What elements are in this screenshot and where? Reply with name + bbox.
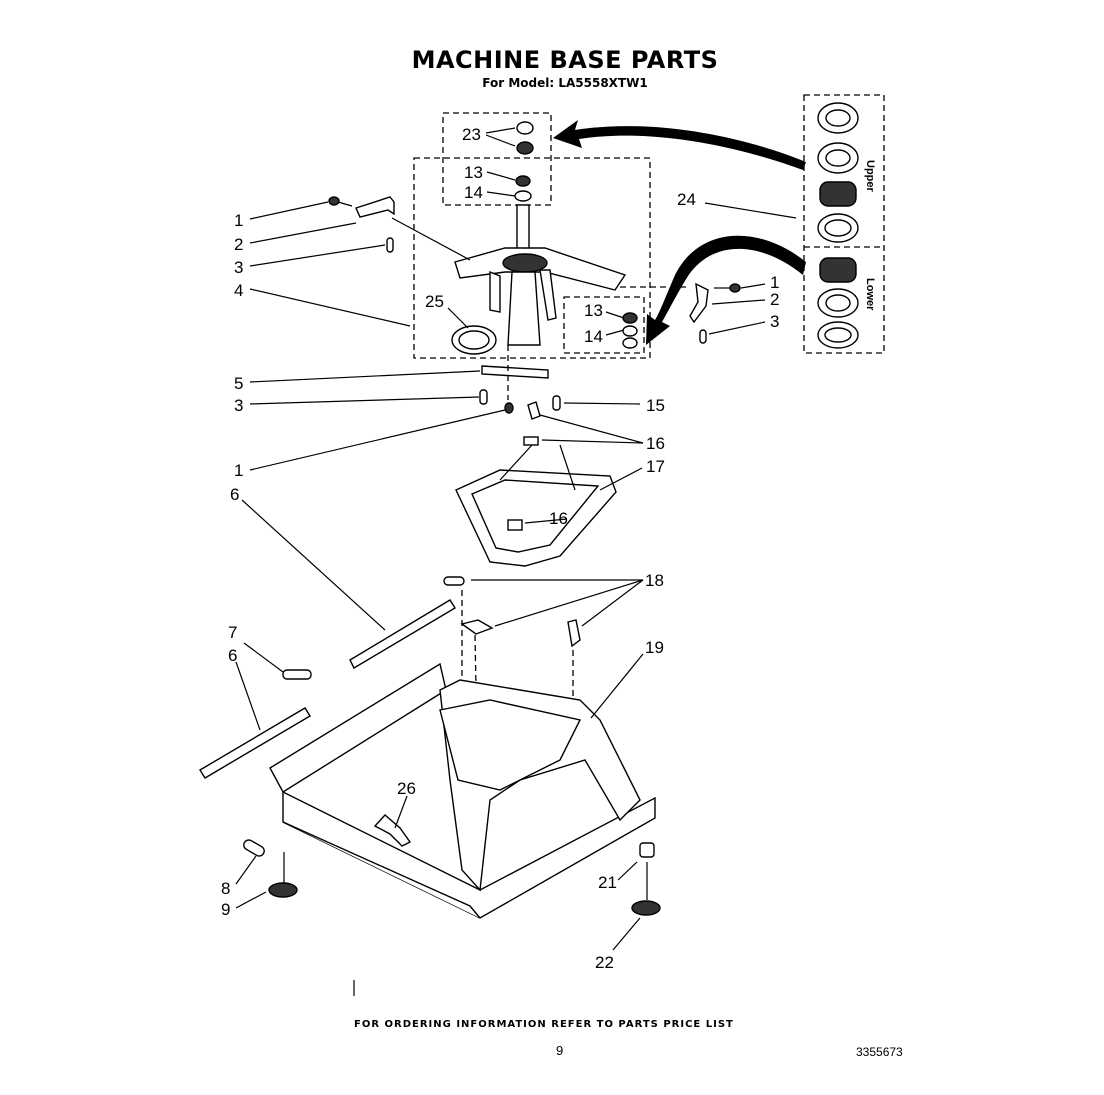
callout-7: 7 — [228, 623, 237, 642]
leveling-feet — [243, 839, 661, 916]
callout-3-top-left: 3 — [234, 258, 243, 277]
callout-2-left: 2 — [234, 235, 243, 254]
page-title: MACHINE BASE PARTS — [411, 46, 719, 74]
upper-bearing-arrow — [553, 120, 806, 170]
callout-18: 18 — [645, 571, 664, 590]
front-rails — [199, 599, 456, 779]
callout-1-right: 1 — [770, 273, 779, 292]
callout-16-upper: 16 — [646, 434, 665, 453]
callout-5: 5 — [234, 374, 243, 393]
callout-3-right: 3 — [770, 312, 779, 331]
callout-16-lower: 16 — [549, 509, 568, 528]
callout-6-lower: 6 — [228, 646, 237, 665]
callout-numbers: 23 13 14 24 1 2 3 4 25 13 14 1 2 3 5 3 1… — [221, 125, 779, 972]
lower-bearing-arrow — [646, 235, 806, 345]
leader-lines — [235, 127, 797, 996]
machine-base-frame — [269, 576, 656, 919]
lower-label: Lower — [864, 278, 876, 311]
callout-4: 4 — [234, 281, 243, 300]
lower-bearing-set — [817, 257, 859, 349]
gearcase-box — [413, 157, 651, 359]
page-number: 9 — [556, 1043, 564, 1058]
upper-bearing-set — [817, 102, 859, 243]
callout-14-upper: 14 — [464, 183, 483, 202]
callout-22: 22 — [595, 953, 614, 972]
document-number: 3355673 — [856, 1045, 903, 1059]
callout-9: 9 — [221, 900, 230, 919]
callout-14-lower: 14 — [584, 327, 603, 346]
callout-3-middle: 3 — [234, 396, 243, 415]
callout-17: 17 — [646, 457, 665, 476]
callout-2-right: 2 — [770, 290, 779, 309]
callout-24: 24 — [677, 190, 696, 209]
model-subtitle: For Model: LA5558XTW1 — [482, 76, 648, 90]
ordering-note: FOR ORDERING INFORMATION REFER TO PARTS … — [354, 1019, 734, 1030]
lower-bearing-parts — [622, 312, 638, 349]
callout-23: 23 — [462, 125, 481, 144]
callout-19: 19 — [645, 638, 664, 657]
transmission-assembly — [451, 121, 627, 355]
cross-brace — [479, 345, 561, 420]
callout-13-upper: 13 — [464, 163, 483, 182]
callout-15: 15 — [646, 396, 665, 415]
callout-25: 25 — [425, 292, 444, 311]
callout-21: 21 — [598, 873, 617, 892]
callout-26: 26 — [397, 779, 416, 798]
upper-label: Upper — [864, 160, 876, 193]
bearing-kit-panel — [803, 94, 885, 354]
brace-and-bolt-left — [328, 196, 471, 261]
upper-bearing-box — [442, 112, 552, 206]
suspension-frame — [455, 436, 617, 567]
lower-bearing-box — [563, 296, 645, 354]
callout-13-lower: 13 — [584, 301, 603, 320]
callout-6-upper: 6 — [230, 485, 239, 504]
callout-8: 8 — [221, 879, 230, 898]
callout-1-middle: 1 — [234, 461, 243, 480]
brace-and-bolt-right — [620, 282, 741, 344]
callout-1-top-left: 1 — [234, 211, 243, 230]
